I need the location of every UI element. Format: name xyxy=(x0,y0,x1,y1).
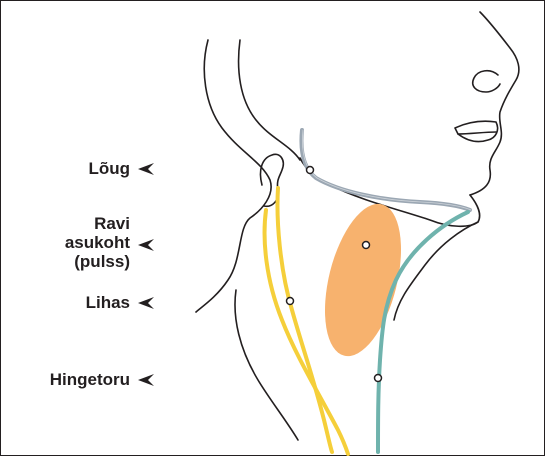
left-arrowhead-icon xyxy=(138,163,154,175)
left-arrowhead-icon xyxy=(138,374,154,386)
left-arrowhead-icon xyxy=(138,297,154,309)
muscle-marker xyxy=(287,298,294,305)
label-carotid: Ravi asukoht (pulss) xyxy=(20,214,130,271)
trapezius-outline xyxy=(235,290,298,440)
nose-outline xyxy=(473,71,500,92)
label-muscle-text: Lihas xyxy=(20,293,130,312)
carotid-marker xyxy=(363,242,370,249)
label-larynx: Lõug xyxy=(20,159,130,178)
trachea-marker xyxy=(375,375,382,382)
carotid-area xyxy=(311,196,415,364)
left-arrowhead-icon xyxy=(138,239,154,251)
label-trachea-text: Hingetoru xyxy=(10,370,130,389)
muscle-line-front xyxy=(278,188,332,452)
ear-outline xyxy=(260,154,283,206)
label-carotid-line1: Ravi xyxy=(20,214,130,233)
face-profile-outline xyxy=(470,12,519,195)
chin-lip-line xyxy=(458,132,496,134)
hair-line xyxy=(239,40,300,160)
label-carotid-line3: (pulss) xyxy=(20,252,130,271)
larynx-marker xyxy=(307,167,314,174)
label-larynx-text: Lõug xyxy=(20,159,130,178)
label-trachea: Hingetoru xyxy=(10,370,130,389)
label-muscle: Lihas xyxy=(20,293,130,312)
throat-outline xyxy=(394,222,478,320)
larynx-line xyxy=(301,130,470,210)
label-carotid-line2: asukoht xyxy=(20,233,130,252)
